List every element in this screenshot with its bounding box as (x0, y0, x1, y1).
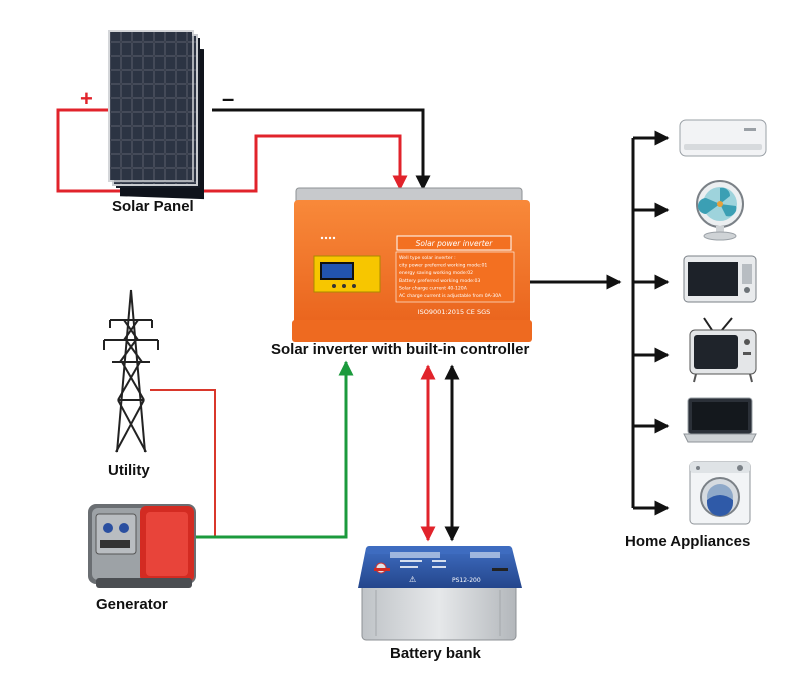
monitor-icon (683, 397, 757, 443)
utility-label: Utility (108, 462, 150, 479)
inverter-spec-line: city power preferred working mode:01 (399, 263, 487, 269)
battery-icon (358, 546, 522, 641)
solar-negative-sign: – (222, 86, 235, 111)
solar-positive-wire (56, 108, 408, 193)
inverter-icon (292, 187, 532, 342)
inverter-spec-line: Battery preferred working mode:03 (399, 278, 480, 284)
inverter-panel-title: Solar power inverter (416, 239, 494, 248)
inverter-spec-line: AC charge current is adjustable from 0A-… (399, 293, 502, 299)
appliance-branches (633, 130, 670, 516)
washing-machine-icon (689, 461, 751, 525)
generator-icon (88, 504, 196, 588)
inverter-spec-line: energy saving working mode:02 (399, 270, 473, 276)
inverter-spec-line: Well type solar inverter : (399, 255, 456, 261)
solar-panel-label: Solar Panel (112, 198, 194, 215)
microwave-icon (683, 255, 757, 303)
home-appliances-label: Home Appliances (625, 533, 751, 550)
inverter-spec-line: Solar charge current 40-120A (399, 285, 468, 291)
grid-wire (186, 360, 354, 539)
utility-tower-icon (103, 289, 159, 453)
inverter-label: Solar inverter with built-in controller (271, 341, 530, 358)
air-conditioner-icon (679, 119, 767, 157)
inverter-spec-list: Well type solar inverter : city power pre… (399, 255, 502, 299)
solar-negative-wire (212, 108, 431, 191)
generator-label: Generator (96, 596, 168, 613)
fan-icon (696, 180, 744, 241)
tv-icon (689, 317, 757, 383)
battery-model: PS12-200 (452, 577, 481, 584)
solar-positive-sign: + (80, 86, 93, 111)
battery-warning-mark: ⚠ (409, 575, 416, 584)
battery-label: Battery bank (390, 645, 481, 662)
solar-panel-icon (108, 30, 204, 200)
inverter-certification: ISO9001:2015 CE SGS (418, 308, 491, 316)
